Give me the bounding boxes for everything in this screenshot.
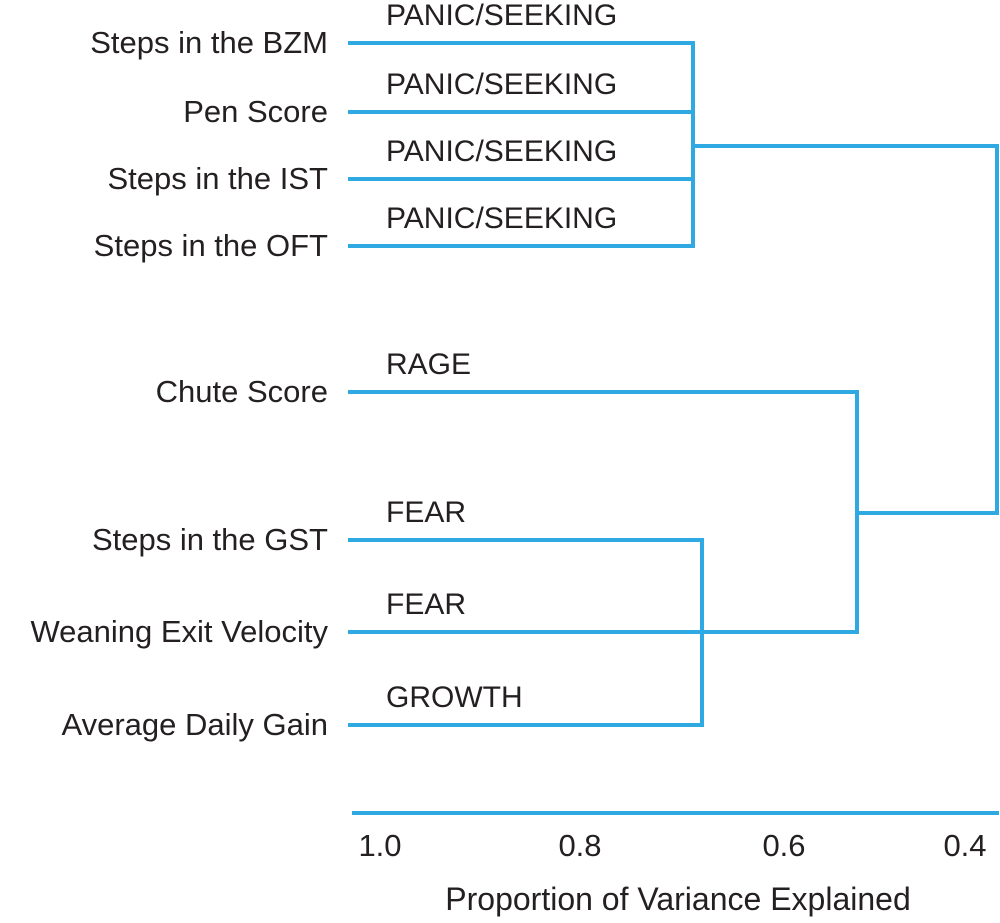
dendrogram-h-line [857,511,999,515]
x-axis-tick-0.6: 0.6 [762,828,806,863]
leaf-label-average-daily-gain: Average Daily Gain [61,707,328,742]
dendrogram-h-line [348,177,695,181]
cluster-label-steps-in-the-bzm: PANIC/SEEKING [386,0,618,32]
dendrogram-h-line [348,41,695,45]
leaf-label-pen-score: Pen Score [183,94,328,129]
cluster-label-average-daily-gain: GROWTH [386,681,523,714]
dendrogram-h-line [348,390,859,394]
dendrogram-v-line [700,538,704,727]
leaf-label-steps-in-the-oft: Steps in the OFT [93,228,328,263]
dendrogram-h-line [348,110,695,114]
cluster-label-pen-score: PANIC/SEEKING [386,68,618,101]
cluster-label-steps-in-the-gst: FEAR [386,496,467,529]
leaf-label-weaning-exit-velocity: Weaning Exit Velocity [30,614,328,649]
leaf-label-steps-in-the-gst: Steps in the GST [91,522,328,557]
cluster-label-chute-score: RAGE [386,348,472,381]
x-axis-title: Proportion of Variance Explained [445,881,911,917]
dendrogram-h-line [348,538,704,542]
cluster-label-weaning-exit-velocity: FEAR [386,588,467,621]
cluster-label-steps-in-the-ist: PANIC/SEEKING [386,135,618,168]
dendrogram-v-line [995,144,999,515]
leaf-label-steps-in-the-bzm: Steps in the BZM [90,25,328,60]
cluster-label-steps-in-the-oft: PANIC/SEEKING [386,202,618,235]
dendrogram-h-line [348,244,695,248]
x-axis-tick-0.4: 0.4 [943,828,987,863]
dendrogram-h-line [348,723,704,727]
dendrogram-h-line [348,630,859,634]
leaf-label-chute-score: Chute Score [155,374,328,409]
leaf-label-steps-in-the-ist: Steps in the IST [107,161,328,196]
dendrogram-v-line [691,41,695,248]
x-axis-line [352,811,999,815]
x-axis-tick-1.0: 1.0 [358,828,402,863]
x-axis-tick-0.8: 0.8 [558,828,602,863]
dendrogram-v-line [855,390,859,634]
dendrogram-h-line [693,144,999,148]
